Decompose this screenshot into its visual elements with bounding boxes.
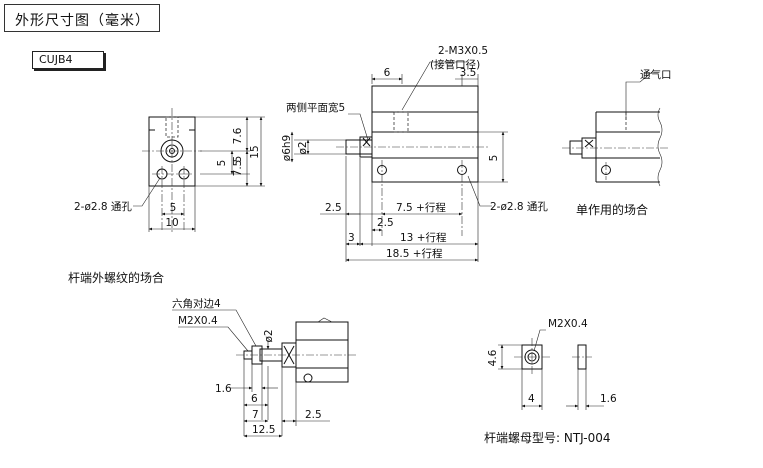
nut-dim-1-6: 1.6	[600, 393, 617, 405]
rod-male-hole	[303, 373, 313, 383]
dim-2-5-b: 2.5	[377, 217, 394, 229]
rod-male-dim-2-5: 2.5	[305, 409, 322, 421]
port-callout-1: 2-M3X0.5	[438, 45, 488, 57]
single-acting-view: 通气口 单作用的场合	[562, 68, 672, 217]
hole-leader	[133, 177, 161, 207]
dim-bottom-5: 5	[170, 202, 177, 214]
rod-male-view: 杆端外螺纹的场合 六角对边4 M2X0.4 ø2	[68, 270, 356, 438]
dim-3-5: 3.5	[460, 67, 477, 79]
dim-5-inner: 5	[216, 160, 228, 167]
dim-5-outer: 5	[232, 156, 244, 163]
front-hole-callout: 2-ø2.8 通孔	[74, 200, 132, 213]
side-port-hidden	[393, 111, 409, 133]
rod-male-dim-6: 6	[251, 393, 258, 405]
dim-2-5-a: 2.5	[325, 202, 342, 214]
rod-nut-view: M2X0.4 4.6 4 1.6 杆端螺母型号: NTJ-004	[484, 318, 617, 445]
nut-thread: M2X0.4	[548, 318, 588, 330]
dim-18-5-stroke: 18.5 +行程	[386, 247, 443, 260]
single-acting-caption: 单作用的场合	[576, 202, 648, 217]
dim-3: 3	[348, 232, 355, 244]
side-hole-leader	[467, 175, 492, 207]
port-callout-2: (接管口径)	[430, 58, 480, 71]
width-across-flats-label: 两侧平面宽5	[286, 101, 345, 114]
port-leader	[401, 61, 468, 111]
side-view: 6 3.5 2-M3X0.5 (接管口径) 两侧平面宽5 ø6h9 ø2 5	[281, 45, 548, 262]
rod-male-dia: ø2	[263, 329, 275, 342]
dim-15: 15	[249, 145, 261, 158]
rod-male-dim-7: 7	[252, 409, 259, 421]
dim-6: 6	[384, 67, 391, 79]
single-body-outline	[595, 111, 660, 183]
hex-label: 六角对边4	[172, 297, 221, 310]
rod-male-body	[295, 321, 349, 383]
front-view: 7.6 15 5 5 7.5 5 10 2-ø2.8 通孔	[74, 108, 265, 232]
title-box: 外形尺寸图（毫米）	[4, 4, 160, 32]
rod-male-dim-12-5: 12.5	[252, 424, 275, 436]
dim-13-stroke: 13 +行程	[400, 231, 447, 244]
dim-7-5: 7.5	[232, 160, 244, 177]
flats-leader	[348, 113, 369, 141]
rod-male-thread: M2X0.4	[178, 315, 218, 327]
page-title: 外形尺寸图（毫米）	[15, 13, 150, 29]
dim-bottom-10: 10	[165, 217, 178, 229]
nut-dim-4: 4	[528, 393, 535, 405]
vent-label: 通气口	[640, 68, 672, 81]
model-label: CUJB4	[39, 53, 73, 66]
dim-7-6: 7.6	[232, 127, 244, 144]
side-head-block	[371, 85, 479, 113]
nut-caption: 杆端螺母型号: NTJ-004	[484, 431, 611, 445]
model-tag: CUJB4	[32, 51, 104, 69]
vent-leader	[625, 71, 653, 120]
side-hole-callout: 2-ø2.8 通孔	[490, 200, 548, 213]
nut-dim-4-6: 4.6	[487, 349, 499, 366]
rod-dia-2: ø2	[297, 141, 309, 154]
rod-male-section-title: 杆端外螺纹的场合	[68, 270, 164, 285]
dim-5-side: 5	[488, 155, 500, 162]
dim-7-5-stroke: 7.5 +行程	[396, 201, 446, 214]
rod-male-dim-1-6: 1.6	[215, 383, 232, 395]
rod-dia-6h9: ø6h9	[281, 135, 293, 161]
